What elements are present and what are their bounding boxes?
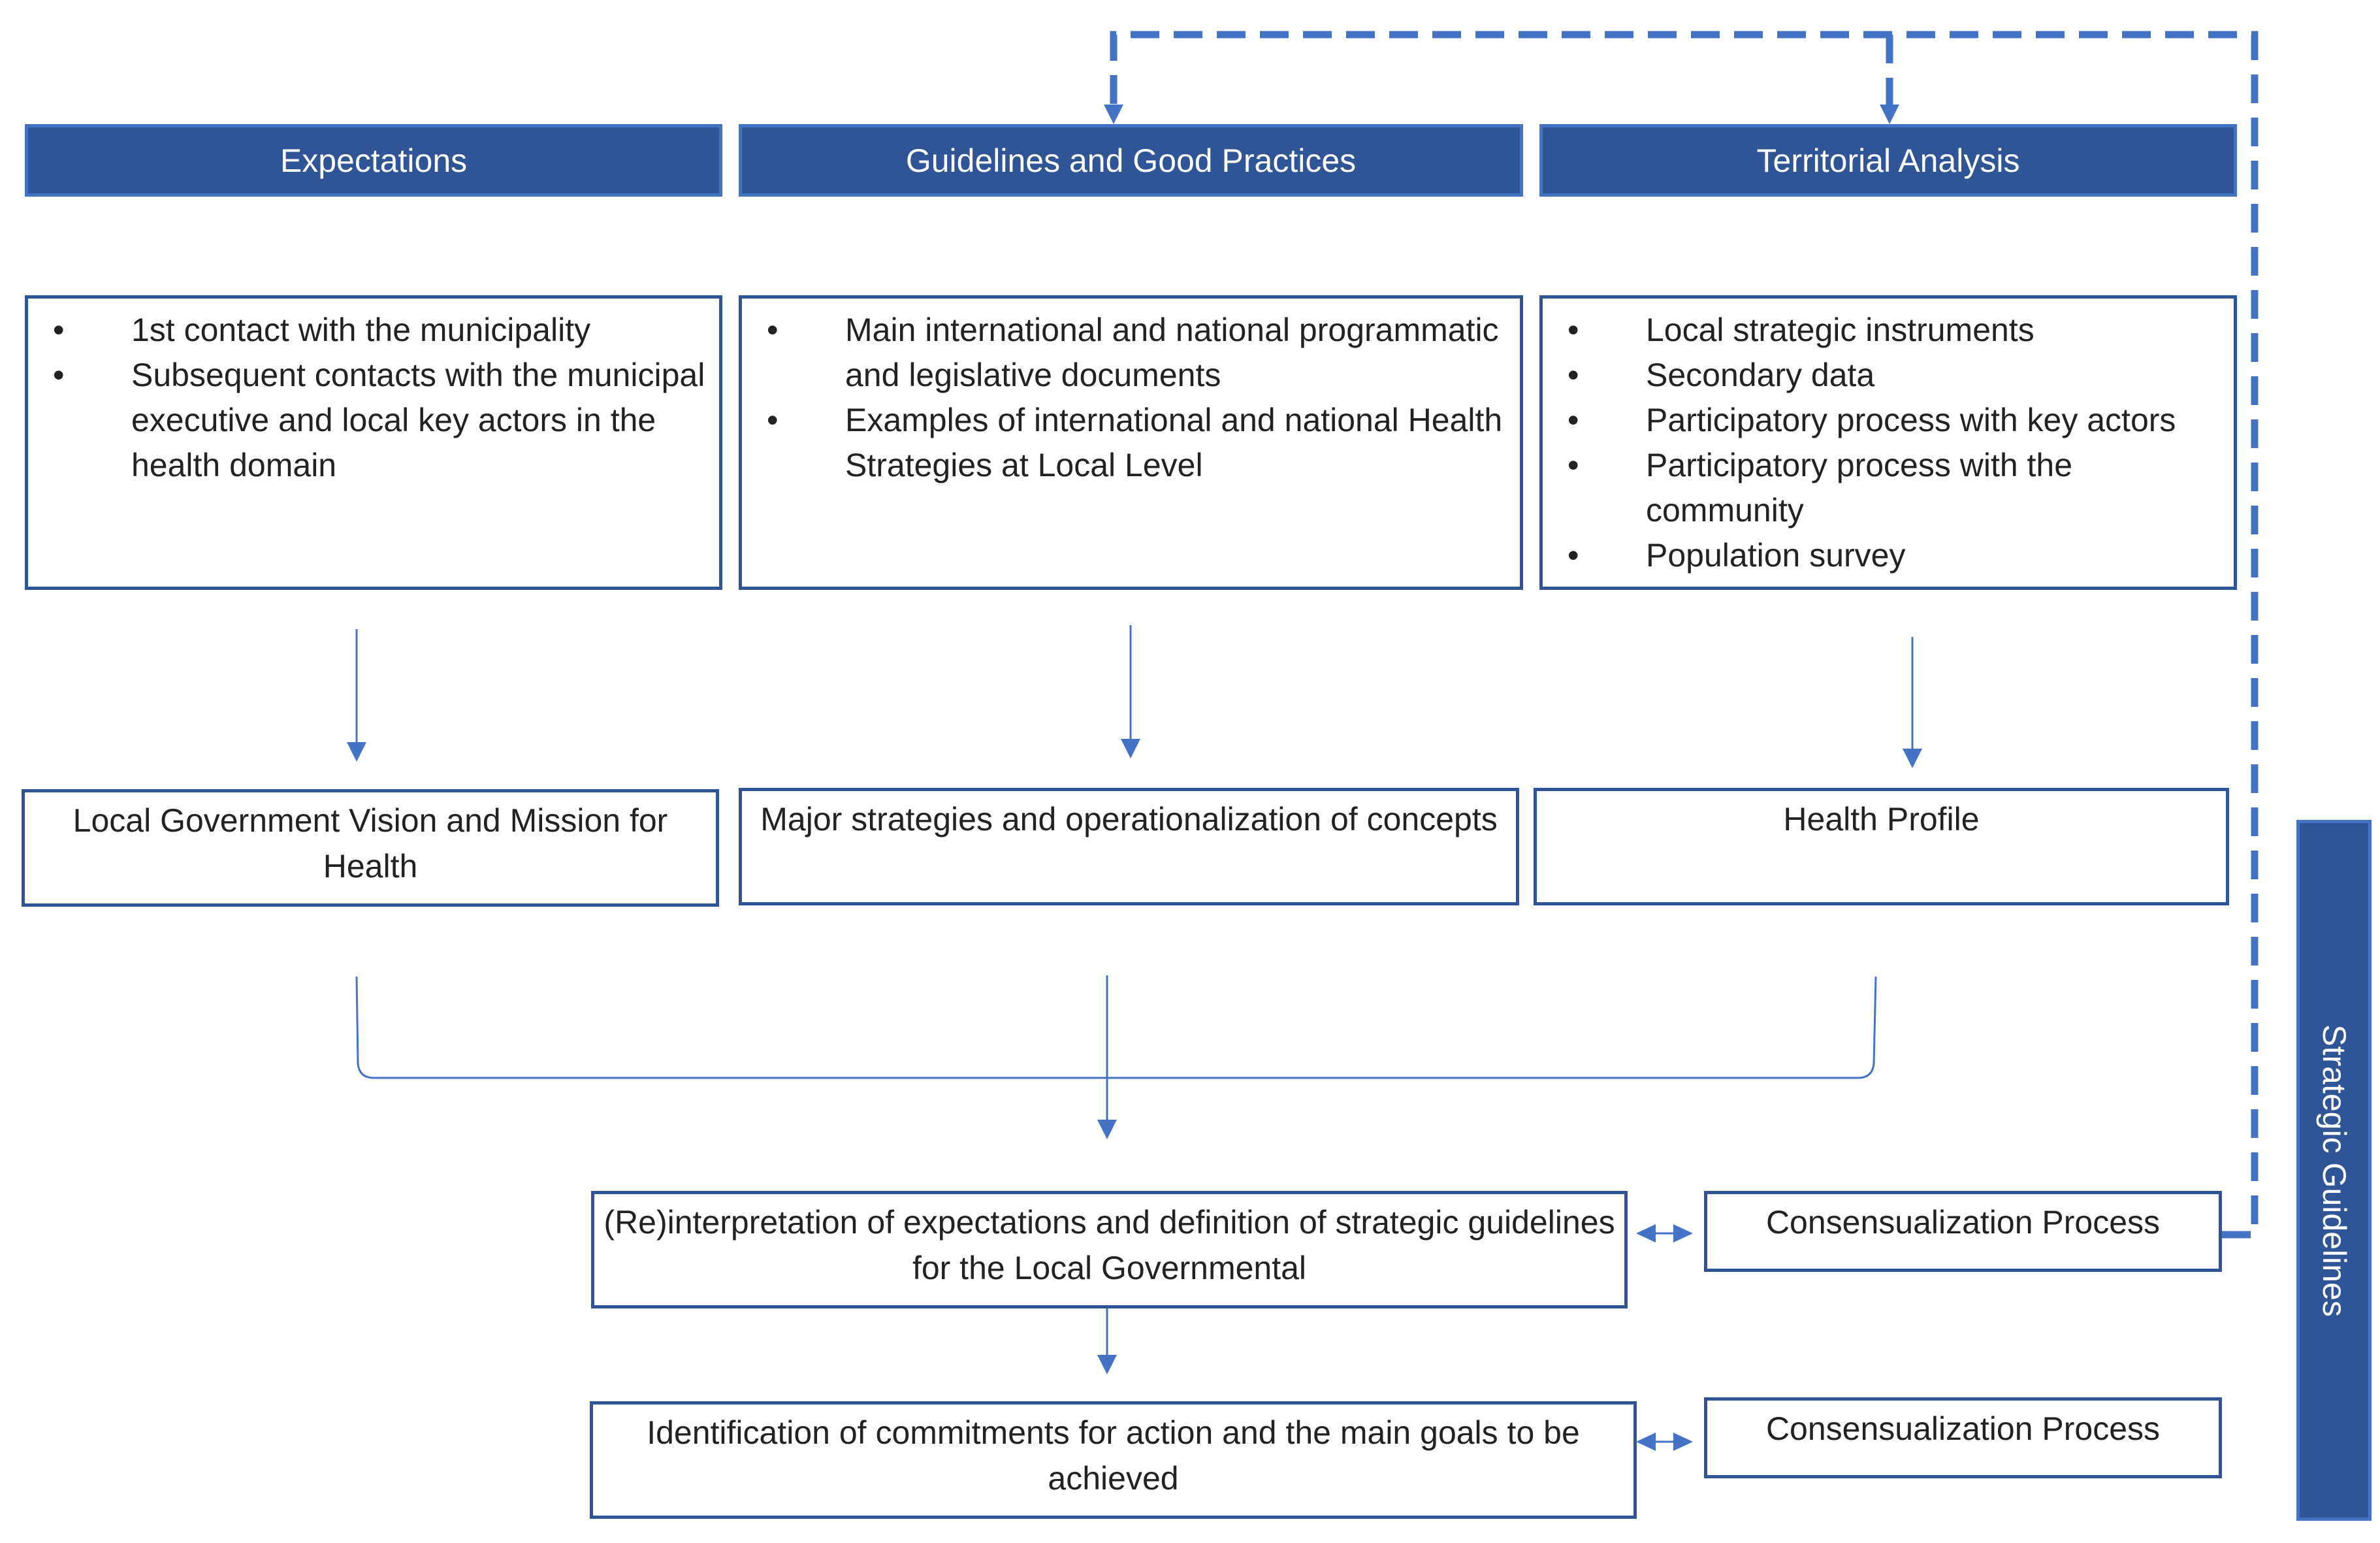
health-profile-text: Health Profile bbox=[1783, 801, 1980, 837]
list-item: 1st contact with the municipality bbox=[53, 308, 706, 353]
bidirectional-head-right-2 bbox=[1673, 1433, 1693, 1451]
consensualization-box-1: Consensualization Process bbox=[1704, 1191, 2222, 1272]
bidirectional-head-right-1 bbox=[1673, 1224, 1693, 1243]
dashed-arrowhead-guidelines bbox=[1104, 105, 1123, 124]
health-profile-box: Health Profile bbox=[1534, 788, 2229, 905]
list-item: Examples of international and national H… bbox=[767, 398, 1507, 488]
header-guidelines-label: Guidelines and Good Practices bbox=[905, 142, 1357, 179]
list-item: Participatory process with the community bbox=[1568, 443, 2221, 533]
major-strategies-box: Major strategies and operationalization … bbox=[739, 788, 1519, 905]
header-territorial-label: Territorial Analysis bbox=[1756, 142, 2020, 179]
strategic-guidelines-label: Strategic Guidelines bbox=[2315, 1024, 2353, 1317]
header-territorial-analysis: Territorial Analysis bbox=[1539, 124, 2237, 197]
territorial-list: Local strategic instruments Secondary da… bbox=[1568, 308, 2221, 578]
header-guidelines: Guidelines and Good Practices bbox=[739, 124, 1523, 197]
merge-bracket bbox=[355, 976, 1877, 1079]
reinterpretation-box: (Re)interpretation of expectations and d… bbox=[591, 1191, 1628, 1308]
arrowhead-commitments bbox=[1097, 1355, 1117, 1374]
dashed-arrowhead-territorial bbox=[1880, 105, 1899, 124]
strategic-guidelines-bar: Strategic Guidelines bbox=[2296, 820, 2372, 1521]
consensualization-text-2: Consensualization Process bbox=[1765, 1410, 2161, 1447]
reinterpretation-text: (Re)interpretation of expectations and d… bbox=[603, 1204, 1615, 1286]
arrowhead-reinterpretation bbox=[1097, 1120, 1117, 1139]
bidirectional-head-left-1 bbox=[1636, 1224, 1656, 1243]
expectations-list: 1st contact with the municipality Subseq… bbox=[53, 308, 706, 488]
guidelines-list: Main international and national programm… bbox=[767, 308, 1507, 488]
list-item: Subsequent contacts with the municipal e… bbox=[53, 353, 706, 488]
commitments-box: Identification of commitments for action… bbox=[590, 1401, 1637, 1519]
vision-mission-text: Local Government Vision and Mission for … bbox=[72, 802, 668, 885]
arrowhead-vision bbox=[347, 742, 366, 762]
header-expectations-label: Expectations bbox=[280, 142, 468, 179]
header-expectations: Expectations bbox=[25, 124, 722, 197]
consensualization-text-1: Consensualization Process bbox=[1765, 1204, 2161, 1241]
territorial-list-box: Local strategic instruments Secondary da… bbox=[1539, 295, 2237, 590]
list-item: Population survey bbox=[1568, 533, 2221, 578]
list-item: Participatory process with key actors bbox=[1568, 398, 2221, 443]
vision-mission-box: Local Government Vision and Mission for … bbox=[22, 789, 719, 907]
down-arrows-to-outputs bbox=[355, 625, 1914, 750]
major-strategies-text: Major strategies and operationalization … bbox=[760, 801, 1498, 837]
arrowhead-profile bbox=[1903, 749, 1922, 768]
expectations-list-box: 1st contact with the municipality Subseq… bbox=[25, 295, 722, 590]
list-item: Main international and national programm… bbox=[767, 308, 1507, 398]
feedback-loop-dashed bbox=[1110, 31, 2259, 1239]
guidelines-list-box: Main international and national programm… bbox=[739, 295, 1523, 590]
list-item: Local strategic instruments bbox=[1568, 308, 2221, 353]
bidirectional-head-left-2 bbox=[1636, 1433, 1656, 1451]
consensualization-box-2: Consensualization Process bbox=[1704, 1397, 2222, 1478]
commitments-text: Identification of commitments for action… bbox=[647, 1414, 1580, 1497]
list-item: Secondary data bbox=[1568, 353, 2221, 398]
arrowhead-strategies bbox=[1121, 739, 1140, 758]
